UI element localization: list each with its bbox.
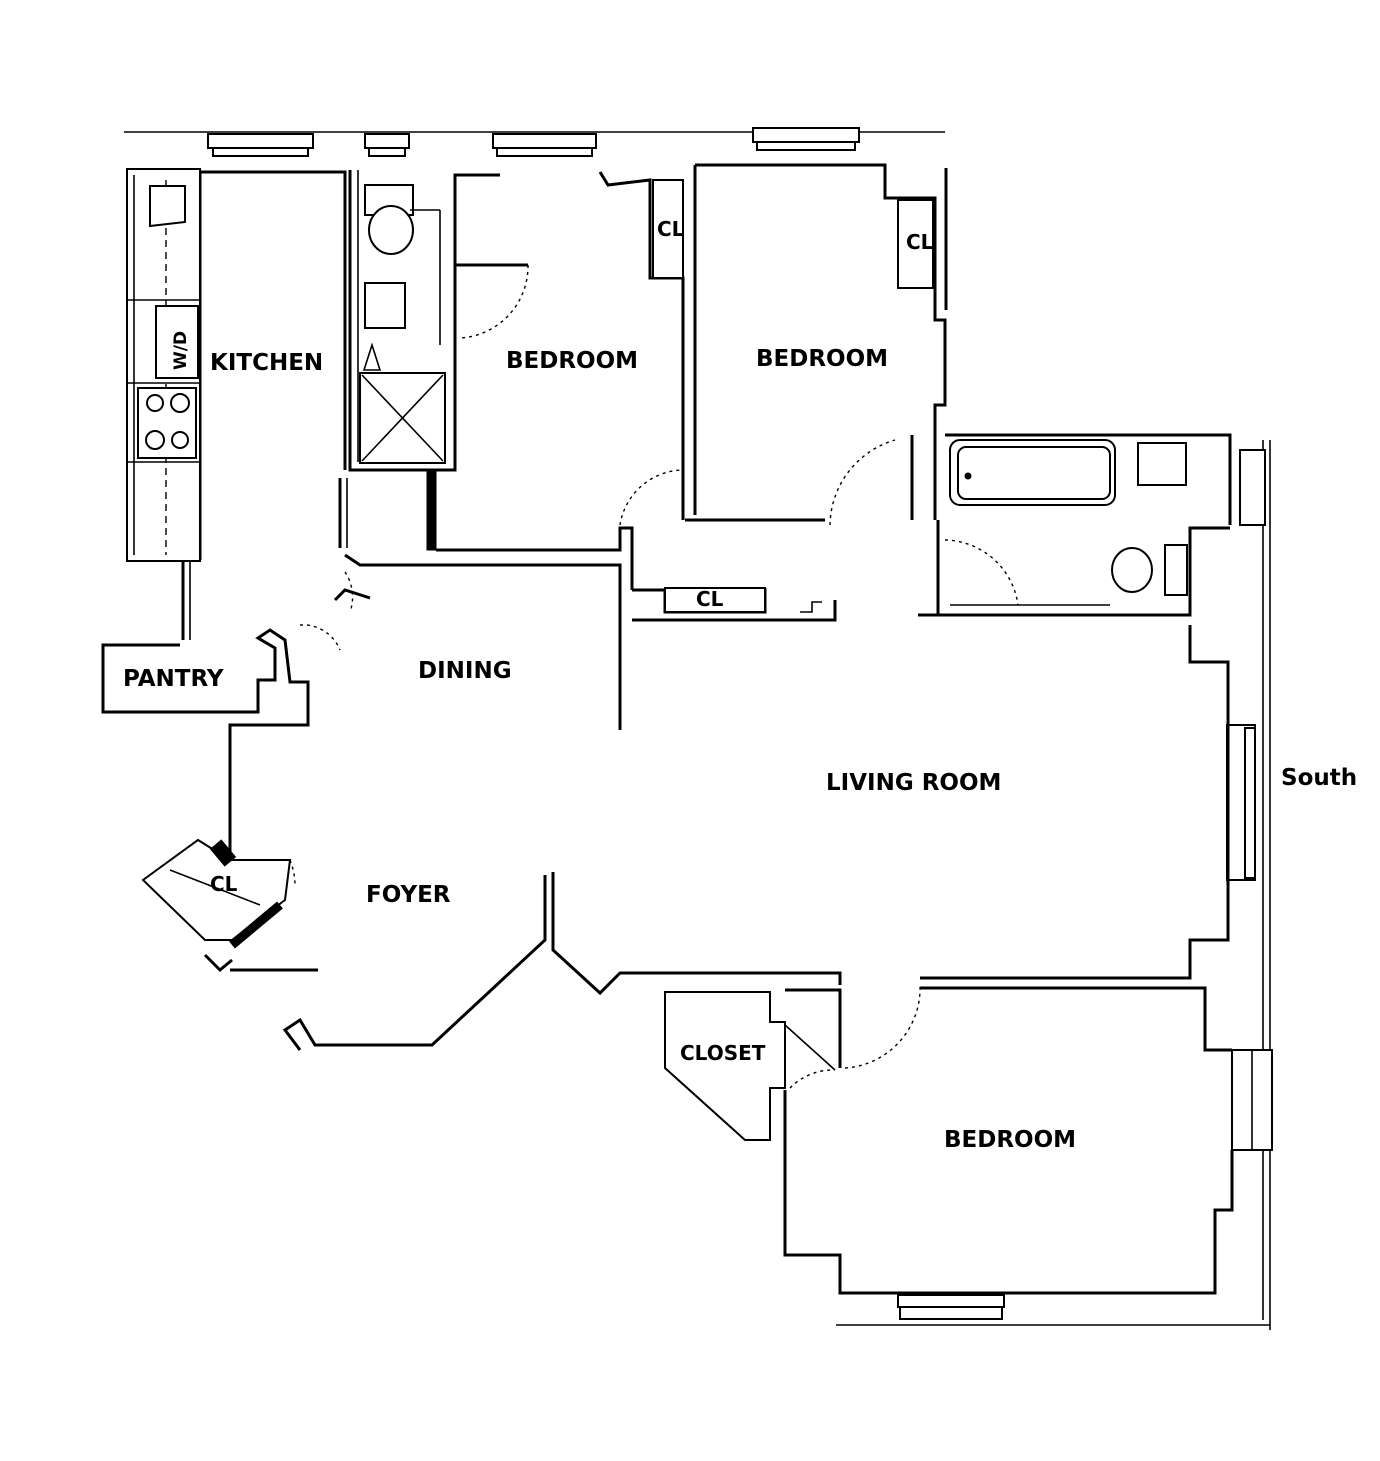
label-bedroom-2: BEDROOM (756, 346, 888, 372)
bedroom-2-walls (685, 163, 948, 526)
label-bedroom-1: BEDROOM (506, 348, 638, 374)
living-foyer-walls (101, 571, 1230, 1051)
kitchen-area (126, 168, 347, 640)
label-pantry: PANTRY (123, 666, 224, 692)
bedroom-1-walls (436, 171, 685, 590)
label-closet-bedroom-1: CL (657, 217, 685, 241)
bedroom-3-walls (664, 984, 1270, 1326)
label-closet-foyer: CL (210, 872, 238, 896)
label-dining: DINING (418, 658, 512, 684)
label-kitchen: KITCHEN (210, 350, 323, 376)
exterior-right (1226, 440, 1273, 1330)
label-closet-bedroom-2: CL (906, 230, 934, 254)
label-living-room: LIVING ROOM (826, 770, 1001, 796)
room-labels: KITCHEN W/D PANTRY DINING BEDROOM BEDROO… (123, 217, 1357, 1153)
foyer-closet (141, 838, 296, 973)
hall-closet-walls (344, 553, 837, 730)
label-foyer: FOYER (366, 882, 451, 908)
bathroom-main (918, 433, 1232, 617)
label-closet-hall: CL (696, 587, 724, 611)
label-south: South (1281, 765, 1357, 791)
bathroom-small (338, 170, 529, 551)
exterior-top (124, 127, 945, 157)
label-bedroom-3: BEDROOM (944, 1127, 1076, 1153)
label-washer-dryer: W/D (171, 331, 191, 370)
label-closet: CLOSET (680, 1041, 766, 1065)
